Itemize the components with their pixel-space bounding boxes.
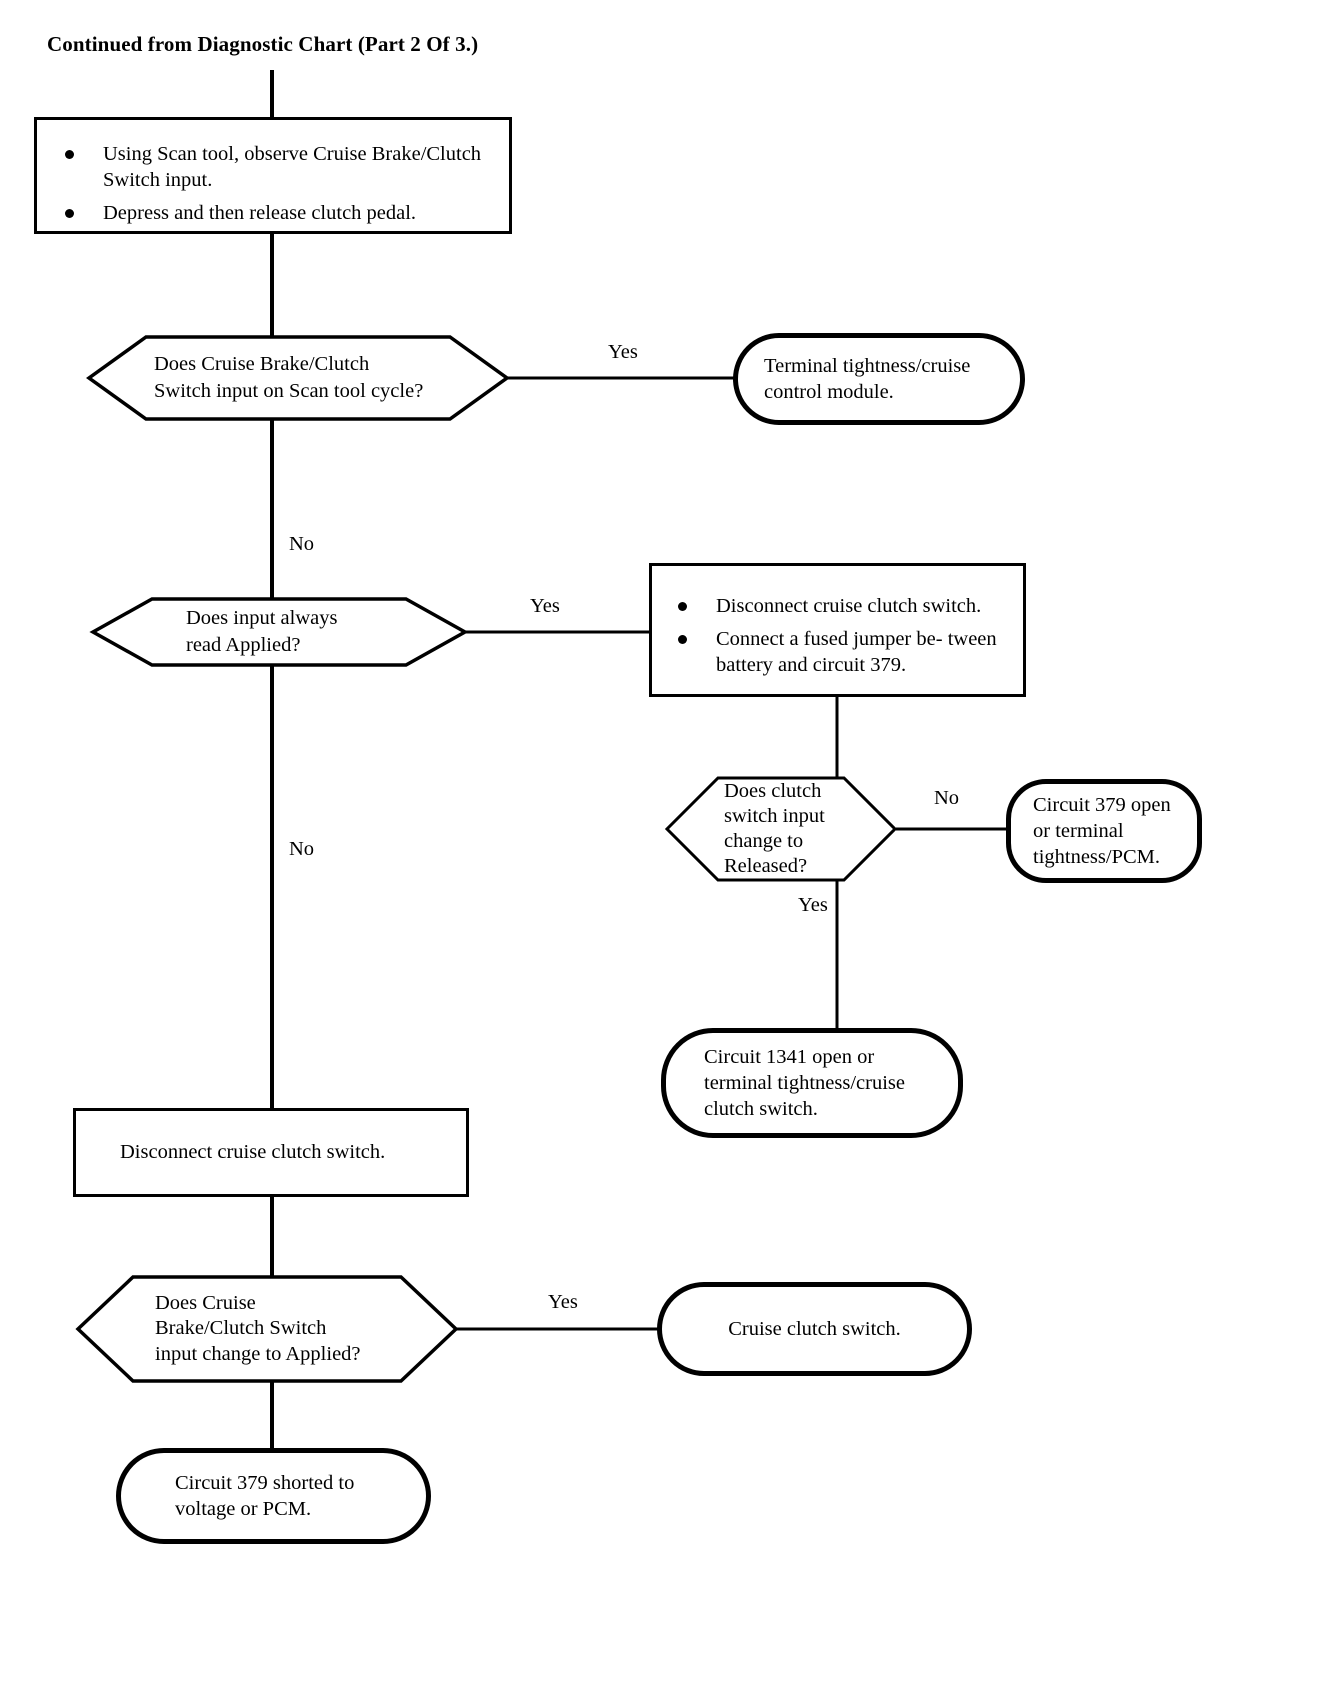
- decision-cruise-switch-change-applied: Does Cruise Brake/Clutch Switch input ch…: [75, 1275, 459, 1383]
- list-item: Disconnect cruise clutch switch.: [664, 594, 1013, 620]
- branch-label-yes-2: Yes: [530, 595, 560, 617]
- hexagon-shape: [75, 1275, 459, 1383]
- terminal-text: Cruise clutch switch.: [728, 1317, 901, 1340]
- branch-label-no-3: No: [934, 787, 960, 809]
- decision-cruise-switch-cycle: Does Cruise Brake/Clutch Switch input on…: [86, 335, 510, 421]
- process-box-step3: Disconnect cruise clutch switch.: [73, 1108, 469, 1197]
- terminal-cruise-clutch-switch: Cruise clutch switch.: [657, 1282, 972, 1376]
- decision-input-always-applied: Does input always read Applied?: [89, 597, 469, 667]
- branch-label-yes-4: Yes: [548, 1291, 578, 1313]
- terminal-circuit-1341-open: Circuit 1341 open or terminal tightness/…: [661, 1028, 963, 1138]
- terminal-text: Terminal tightness/cruise control module…: [764, 354, 971, 403]
- bullet-text-line2: tween battery and circuit 379.: [716, 627, 997, 676]
- bullet-list: Disconnect cruise clutch switch. Connect…: [664, 594, 1013, 678]
- decision-label: Does clutch switch input change to Relea…: [724, 780, 825, 877]
- branch-label-yes-3: Yes: [798, 894, 828, 916]
- terminal-text: Circuit 379 shorted to voltage or PCM.: [175, 1471, 355, 1520]
- bullet-dot-icon: [65, 150, 74, 159]
- branch-label-no-1: No: [289, 533, 315, 555]
- bullet-text-line1: Connect a fused jumper be-: [716, 627, 943, 650]
- branch-label-no-2: No: [289, 838, 315, 860]
- bullet-text: Depress and then release clutch pedal.: [103, 201, 417, 224]
- terminal-circuit-379-shorted: Circuit 379 shorted to voltage or PCM.: [116, 1448, 431, 1544]
- decision-clutch-switch-released: Does clutch switch input change to Relea…: [664, 776, 898, 882]
- terminal-circuit-379-open: Circuit 379 open or terminal tightness/P…: [1006, 779, 1202, 883]
- decision-label: Does Cruise Brake/Clutch Switch input ch…: [155, 1291, 361, 1365]
- hexagon-shape: [664, 776, 898, 882]
- terminal-text: Circuit 1341 open or terminal tightness/…: [704, 1045, 905, 1121]
- terminal-text: Circuit 379 open or terminal tightness/P…: [1033, 793, 1171, 869]
- list-item: Connect a fused jumper be- tween battery…: [664, 627, 1013, 679]
- terminal-terminal-tightness-cruise-module: Terminal tightness/cruise control module…: [733, 333, 1025, 425]
- list-item: Using Scan tool, observe Cruise Brake/Cl…: [51, 142, 493, 194]
- bullet-dot-icon: [65, 208, 74, 218]
- bullet-text: Disconnect cruise clutch switch.: [716, 595, 982, 617]
- hexagon-shape: [86, 335, 510, 421]
- process-text: Disconnect cruise clutch switch.: [120, 1140, 386, 1163]
- bullet-list: Using Scan tool, observe Cruise Brake/Cl…: [51, 142, 493, 226]
- hexagon-shape: [89, 597, 469, 667]
- decision-label: Does Cruise Brake/Clutch Switch input on…: [154, 353, 424, 402]
- decision-label: Does input always read Applied?: [186, 607, 338, 656]
- process-box-step2: Disconnect cruise clutch switch. Connect…: [649, 563, 1026, 697]
- bullet-text: Using Scan tool, observe Cruise Brake/Cl…: [103, 143, 482, 191]
- page-title: Continued from Diagnostic Chart (Part 2 …: [47, 32, 479, 56]
- bullet-dot-icon: [678, 602, 687, 611]
- branch-label-yes-1: Yes: [608, 341, 638, 363]
- process-box-step1: Using Scan tool, observe Cruise Brake/Cl…: [34, 117, 512, 234]
- bullet-dot-icon: [678, 634, 687, 644]
- list-item: Depress and then release clutch pedal.: [51, 201, 493, 227]
